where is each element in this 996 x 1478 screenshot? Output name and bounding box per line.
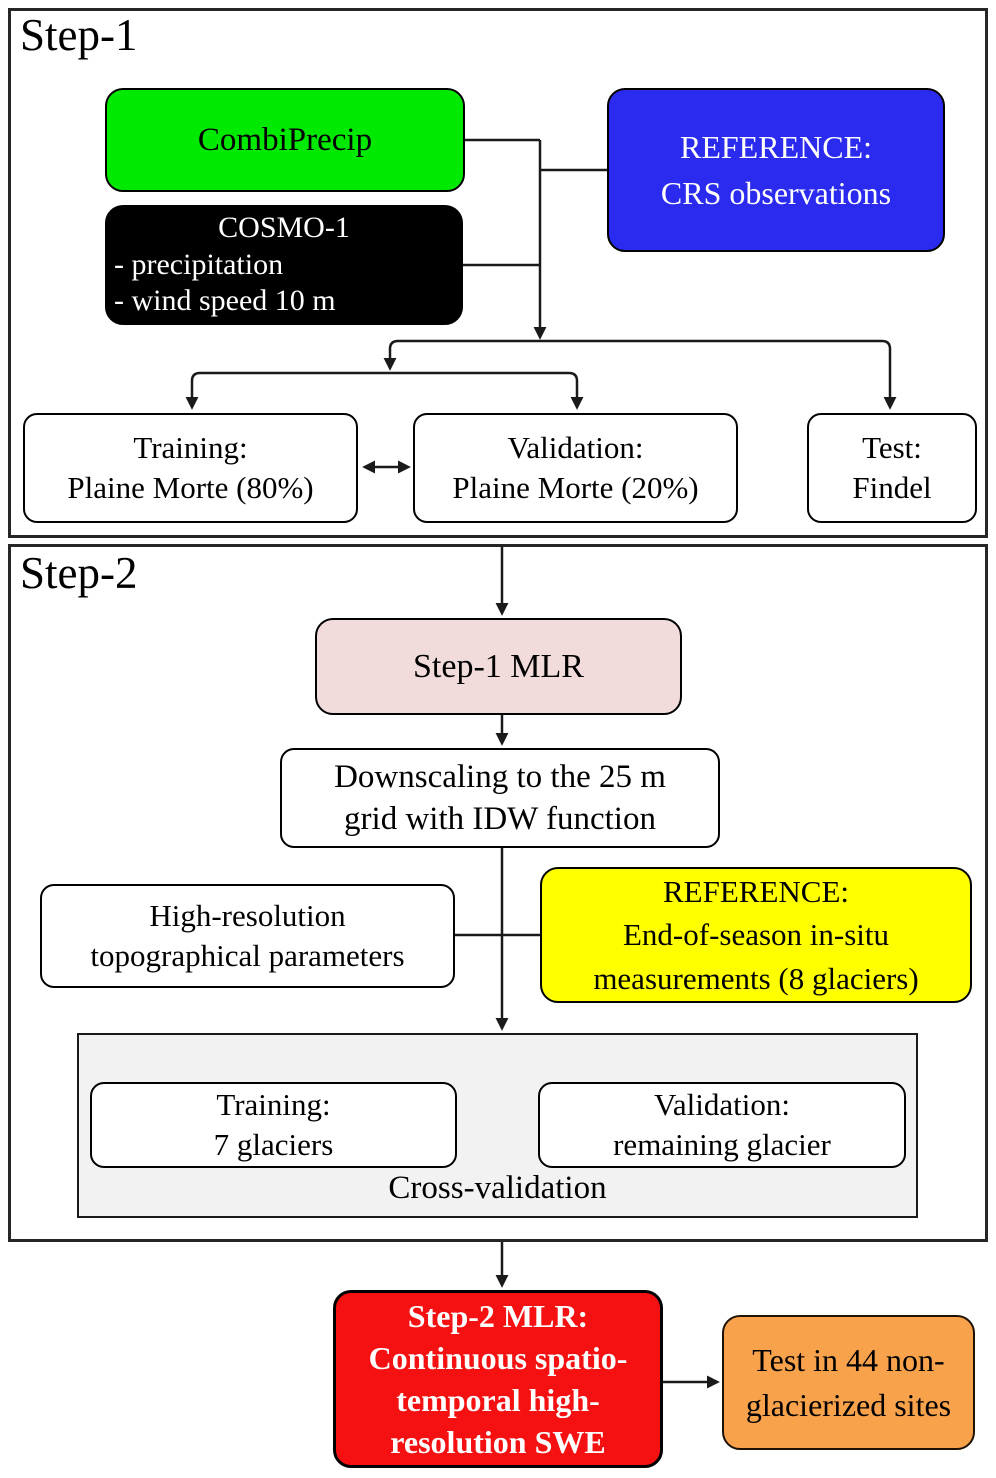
- step2-mlr-line3: temporal high-: [396, 1382, 600, 1418]
- test-line2: Findel: [852, 470, 932, 505]
- step2-section-frame: [8, 544, 988, 1242]
- insitu-reference-box: REFERENCE: End-of-season in-situ measure…: [540, 867, 972, 1003]
- step2-label: Step-2: [20, 548, 138, 598]
- step1-section-frame: [8, 8, 988, 538]
- test-sites-box: Test in 44 non- glacierized sites: [722, 1315, 975, 1450]
- crs-reference-box: REFERENCE: CRS observations: [607, 88, 945, 252]
- insitu-reference-line3: measurements (8 glaciers): [593, 960, 919, 996]
- cosmo-item-precipitation: - precipitation: [114, 247, 284, 281]
- step2-mlr-line1: Step-2 MLR:: [407, 1297, 589, 1334]
- cross-validation-label: Cross-validation: [388, 1170, 607, 1206]
- downscaling-line1: Downscaling to the 25 m: [334, 758, 666, 795]
- downscaling-box: Downscaling to the 25 m grid with IDW fu…: [280, 748, 720, 848]
- topo-line2: topographical parameters: [90, 938, 405, 973]
- cv-training-line1: Training:: [216, 1087, 331, 1123]
- training-line2: Plaine Morte (80%): [67, 470, 314, 505]
- cosmo-title: COSMO-1: [218, 211, 350, 245]
- combiprecip-box: CombiPrecip: [105, 88, 465, 192]
- insitu-reference-line1: REFERENCE:: [662, 873, 849, 909]
- topo-line1: High-resolution: [149, 898, 346, 934]
- validation-line1: Validation:: [507, 430, 644, 466]
- step2-mlr-line4: resolution SWE: [390, 1424, 606, 1461]
- test-sites-line2: glacierized sites: [745, 1386, 952, 1423]
- validation-plaine-morte-box: Validation: Plaine Morte (20%): [413, 413, 738, 523]
- cv-validation-box: Validation: remaining glacier: [538, 1082, 906, 1168]
- test-sites-line1: Test in 44 non-: [752, 1341, 945, 1378]
- combiprecip-label: CombiPrecip: [197, 121, 373, 158]
- step1-mlr-label: Step-1 MLR: [413, 647, 584, 685]
- cosmo-box: COSMO-1 - precipitation - wind speed 10 …: [105, 205, 463, 325]
- training-plaine-morte-box: Training: Plaine Morte (80%): [23, 413, 358, 523]
- downscaling-line2: grid with IDW function: [344, 801, 656, 837]
- cv-training-box: Training: 7 glaciers: [90, 1082, 457, 1168]
- cv-validation-line2: remaining glacier: [613, 1127, 831, 1162]
- step2-mlr-box: Step-2 MLR: Continuous spatio- temporal …: [333, 1290, 663, 1468]
- cv-validation-line1: Validation:: [653, 1087, 791, 1123]
- topographical-parameters-box: High-resolution topographical parameters: [40, 884, 455, 988]
- step1-mlr-box: Step-1 MLR: [315, 618, 682, 715]
- cosmo-item-windspeed: - wind speed 10 m: [114, 284, 336, 318]
- training-line1: Training:: [133, 430, 248, 466]
- insitu-reference-line2: End-of-season in-situ: [622, 917, 890, 953]
- test-findel-box: Test: Findel: [807, 413, 977, 523]
- cv-training-line2: 7 glaciers: [213, 1127, 334, 1162]
- validation-line2: Plaine Morte (20%): [452, 470, 699, 505]
- test-line1: Test:: [862, 430, 922, 466]
- crs-reference-line2: CRS observations: [660, 175, 892, 211]
- step1-label: Step-1: [20, 10, 138, 60]
- crs-reference-line1: REFERENCE:: [679, 128, 872, 165]
- step2-mlr-line2: Continuous spatio-: [368, 1339, 628, 1376]
